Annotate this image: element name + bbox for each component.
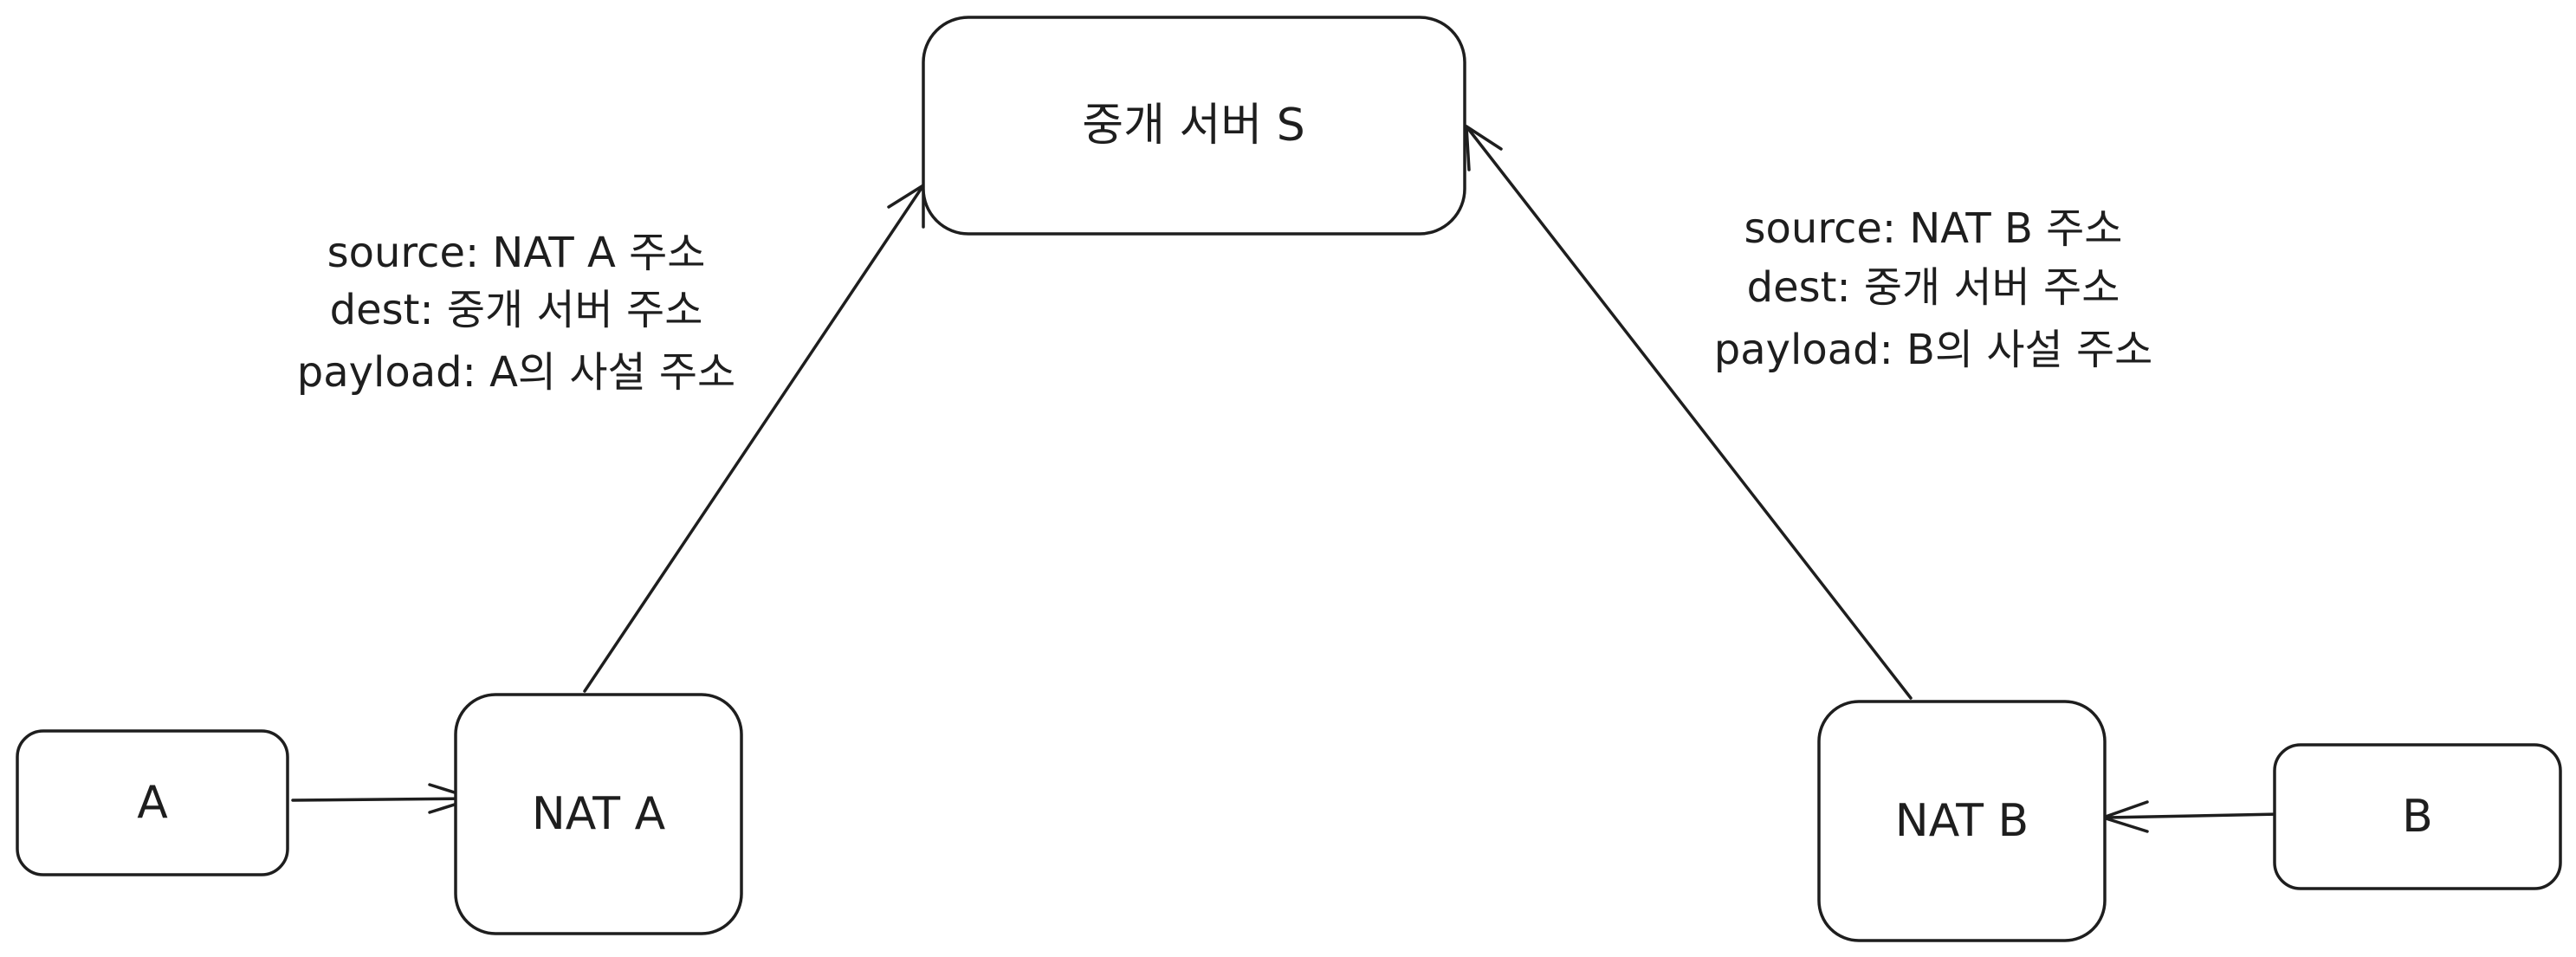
edge-label-line: source: NAT A 주소 [327,229,706,277]
node-nat-a[interactable]: NAT A [454,693,743,935]
node-label: B [2402,791,2433,843]
edge-label-line: payload: A의 사설 주소 [297,348,735,397]
edge-label-line: payload: B의 사설 주소 [1714,326,2153,374]
arrowhead-icon [1465,125,1503,171]
node-label: NAT B [1895,795,2029,847]
node-nat-b[interactable]: NAT B [1817,700,2107,942]
node-relay-server[interactable]: 중개 서버 S [922,16,1466,236]
node-host-a[interactable]: A [16,729,289,876]
edge-label-line: dest: 중개 서버 주소 [330,286,703,334]
edge-label-line: dest: 중개 서버 주소 [1747,263,2120,312]
edge-b-to-nat-b [2101,800,2282,833]
edge-label-nat-b: source: NAT B 주소 dest: 중개 서버 주소 payload:… [1714,204,2153,374]
edge-label-line: source: NAT B 주소 [1744,204,2123,253]
node-label: A [137,777,168,829]
node-label: 중개 서버 S [1082,100,1304,152]
edge-nat-b-to-server [1465,125,1913,700]
node-host-b[interactable]: B [2273,743,2562,890]
edge-label-nat-a: source: NAT A 주소 dest: 중개 서버 주소 payload:… [297,229,735,397]
node-label: NAT A [532,788,666,840]
edge-a-to-nat-a [291,783,476,814]
